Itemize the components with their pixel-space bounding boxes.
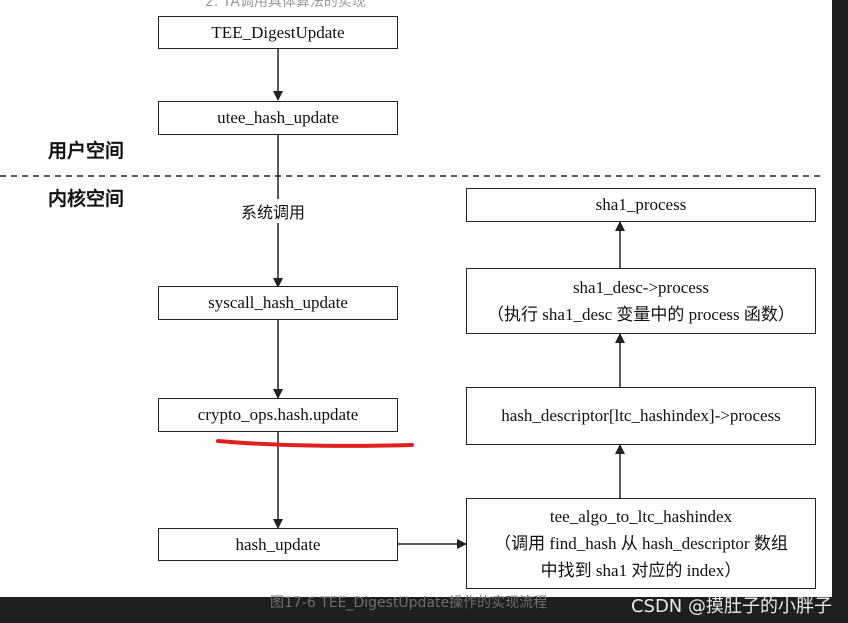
node-label: TEE_DigestUpdate (211, 22, 345, 42)
node-label: syscall_hash_update (208, 293, 348, 312)
node-label-line1: sha1_desc->process (572, 278, 710, 297)
kernel-space-label: 内核空间 (48, 188, 125, 210)
node-utee-hash-update: utee_hash_update (158, 101, 398, 135)
node-hash-update: hash_update (158, 528, 398, 561)
syscall-label: 系统调用 (239, 199, 308, 223)
node-label-line2: （执行 sha1_desc 变量中的 process 函数） (487, 305, 795, 324)
figure-caption: 图17-6 TEE_DigestUpdate操作的实现流程 (270, 595, 548, 611)
node-crypto-ops-hash-update: crypto_ops.hash.update (158, 398, 398, 432)
node-label-line1: tee_algo_to_ltc_hashindex (549, 507, 733, 526)
user-space-label: 用户空间 (48, 140, 125, 162)
node-label: crypto_ops.hash.update (197, 405, 359, 424)
node-tee-algo-to-ltc-hashindex: tee_algo_to_ltc_hashindex （调用 find_hash … (466, 498, 816, 589)
csdn-watermark: CSDN @摸肚子的小胖子 (630, 596, 832, 617)
node-tee-digest-update: TEE_DigestUpdate (158, 16, 398, 49)
red-underline-annotation (216, 439, 414, 448)
node-label: hash_update (235, 534, 321, 554)
node-label: utee_hash_update (217, 108, 339, 127)
node-sha1-process: sha1_process (466, 188, 816, 222)
node-sha1-desc-process: sha1_desc->process （执行 sha1_desc 变量中的 pr… (466, 268, 816, 334)
node-label: hash_descriptor[ltc_hashindex]->process (501, 406, 781, 425)
right-dark-strip (832, 0, 848, 597)
caption-bar (0, 597, 848, 623)
node-syscall-hash-update: syscall_hash_update (158, 286, 398, 320)
node-label-line3: 中找到 sha1 对应的 index） (540, 561, 742, 580)
node-label: sha1_process (595, 195, 687, 214)
node-hash-descriptor-process: hash_descriptor[ltc_hashindex]->process (466, 387, 816, 445)
node-label-line2: （调用 find_hash 从 hash_descriptor 数组 (494, 534, 788, 553)
top-cut-text: 2. TA调用具体算法的实现 (205, 0, 366, 10)
